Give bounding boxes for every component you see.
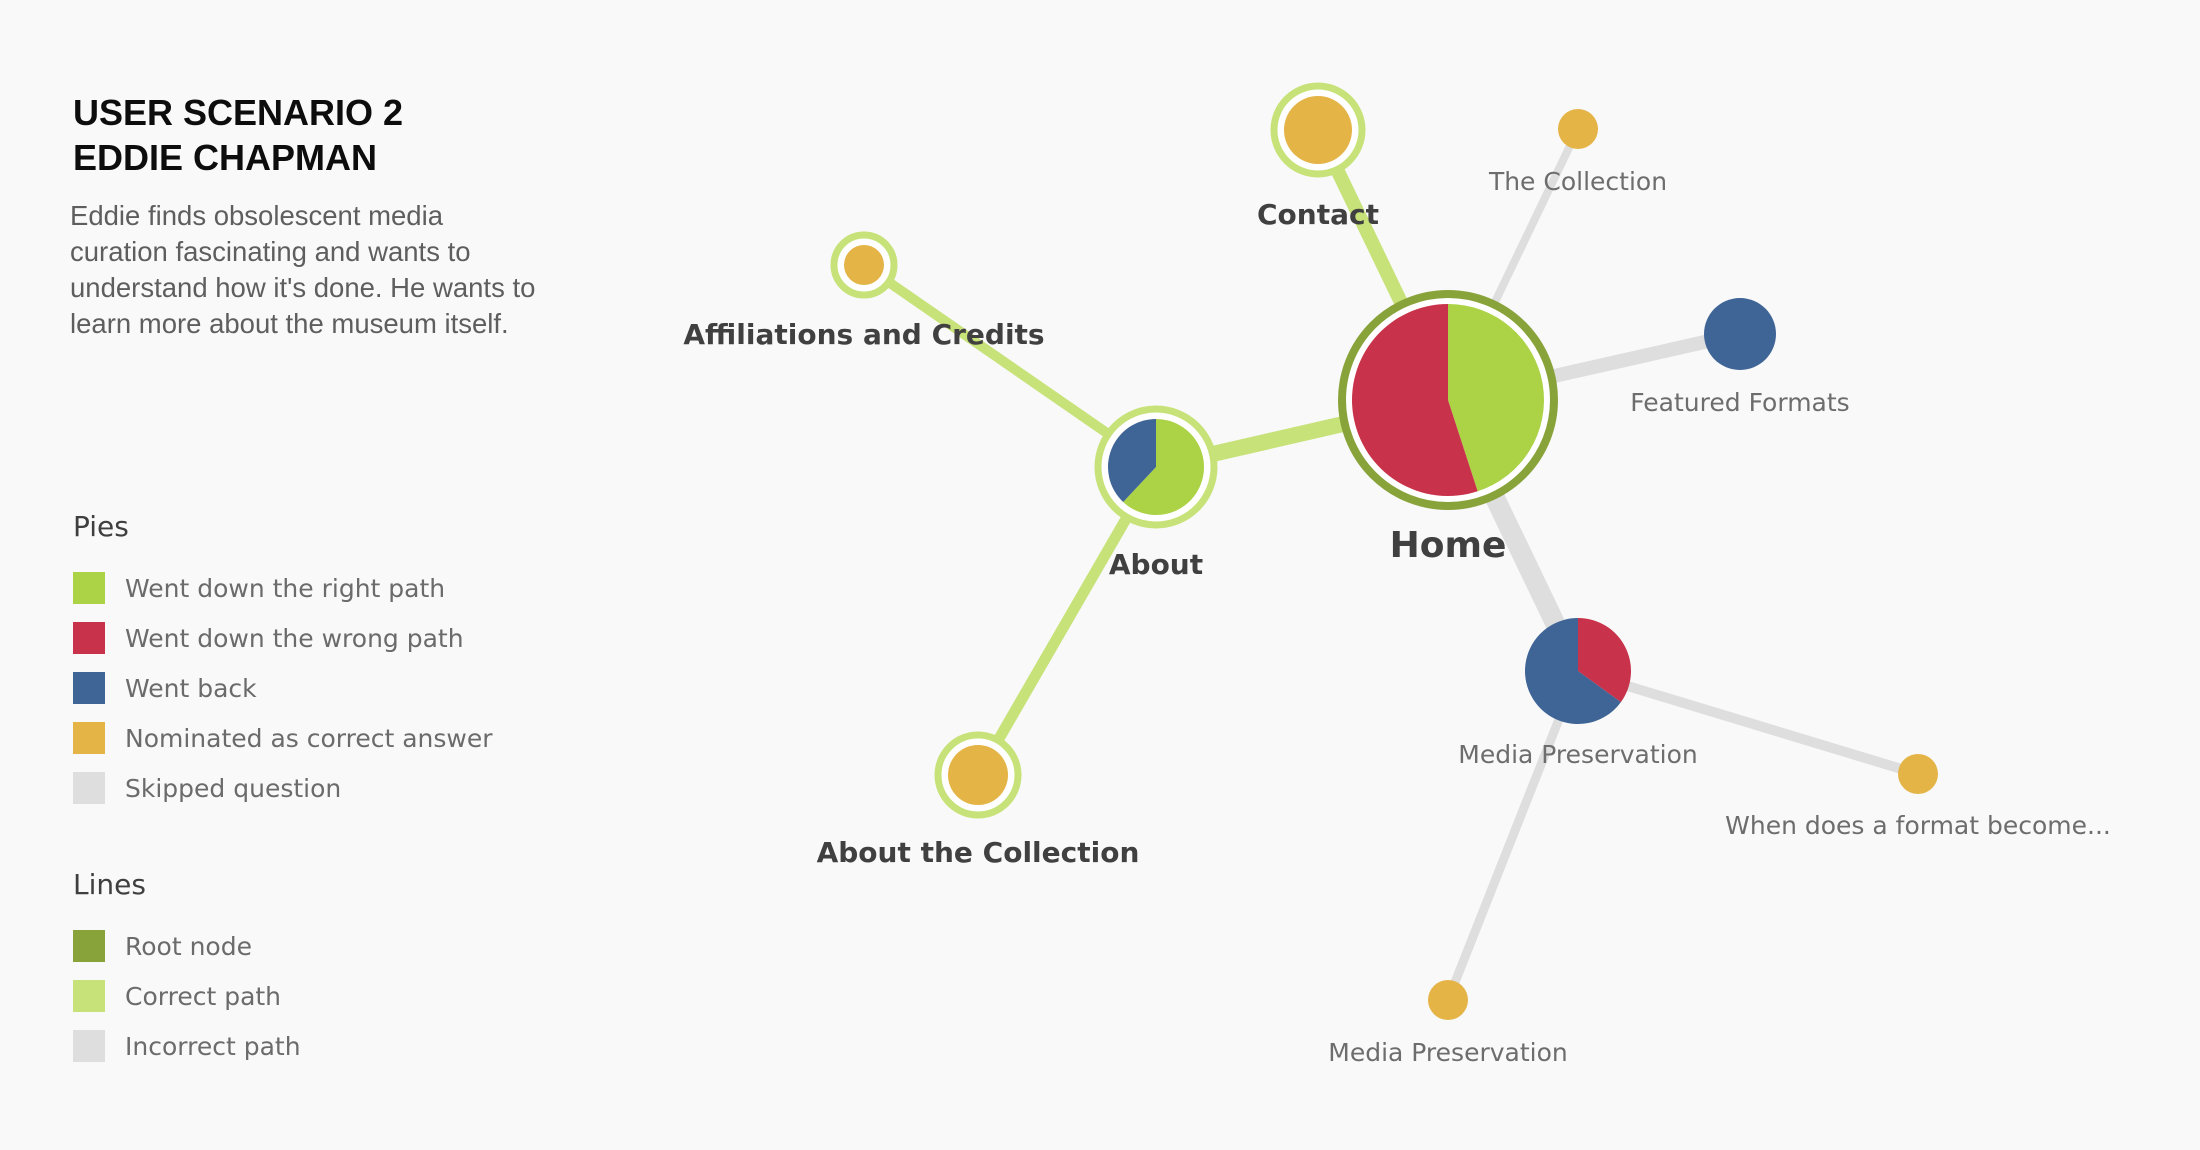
node-label-home: Home — [1390, 525, 1507, 566]
lines-legend: Root node Correct path Incorrect path — [73, 921, 301, 1071]
legend-swatch — [73, 572, 105, 604]
node-label-featured-formats: Featured Formats — [1630, 388, 1849, 417]
legend-swatch — [73, 722, 105, 754]
legend-item: Root node — [73, 921, 301, 971]
legend-label: Correct path — [125, 981, 282, 1011]
legend-item: Correct path — [73, 971, 301, 1021]
pie-slice-wrong — [1352, 304, 1478, 496]
node-format-become — [1898, 754, 1938, 794]
legend-label: Incorrect path — [125, 1031, 301, 1061]
legend-swatch — [73, 930, 105, 962]
node-label-media-preservation-2: Media Preservation — [1328, 1038, 1567, 1067]
legend-item: Incorrect path — [73, 1021, 301, 1071]
pies-legend: Went down the right path Went down the w… — [73, 563, 493, 813]
pie-slice-right — [1448, 304, 1545, 492]
node-the-collection — [1558, 109, 1598, 149]
node-about — [1094, 405, 1218, 529]
legend-swatch — [73, 672, 105, 704]
legend-item: Went down the wrong path — [73, 613, 493, 663]
pie-slice-right — [1123, 419, 1205, 515]
legend-label: Went down the right path — [125, 573, 446, 603]
node-label-about: About — [1109, 548, 1203, 581]
lines-legend-heading: Lines — [73, 868, 146, 901]
legend-label: Went back — [125, 673, 257, 703]
legend-item: Nominated as correct answer — [73, 713, 493, 763]
node-label-about-collection: About the Collection — [817, 836, 1140, 869]
legend-label: Went down the wrong path — [125, 623, 464, 653]
pie-slice-back — [1525, 618, 1621, 724]
legend-item: Went back — [73, 663, 493, 713]
node-media-preservation — [1525, 618, 1631, 724]
scenario-title-line2: EDDIE CHAPMAN — [73, 137, 378, 178]
nodes — [830, 82, 1938, 1020]
pie-slice-back — [1107, 419, 1156, 502]
pie-slice-nominated — [1558, 109, 1598, 149]
pie-slice-nominated — [1284, 96, 1352, 164]
node-affiliations — [830, 231, 898, 299]
pies-legend-heading: Pies — [73, 510, 129, 543]
node-about-collection — [934, 731, 1022, 819]
node-home — [1338, 290, 1558, 510]
legend-swatch — [73, 622, 105, 654]
legend-swatch — [73, 772, 105, 804]
pie-slice-back — [1704, 298, 1776, 370]
pie-slice-nominated — [1898, 754, 1938, 794]
node-label-the-collection: The Collection — [1488, 167, 1667, 196]
pie-slice-nominated — [1428, 980, 1468, 1020]
edge-media-preservation-to-format-become — [1576, 666, 1920, 779]
node-label-media-preservation: Media Preservation — [1458, 740, 1697, 769]
node-media-preservation-2 — [1428, 980, 1468, 1020]
pie-slice-nominated — [948, 745, 1008, 805]
legend-item: Skipped question — [73, 763, 493, 813]
node-label-contact: Contact — [1257, 198, 1379, 231]
legend-swatch — [73, 980, 105, 1012]
legend-item: Went down the right path — [73, 563, 493, 613]
legend-label: Nominated as correct answer — [125, 723, 493, 753]
scenario-title-line1: USER SCENARIO 2 — [73, 92, 404, 133]
node-label-affiliations: Affiliations and Credits — [683, 318, 1044, 351]
legend-label: Root node — [125, 931, 252, 961]
legend-label: Skipped question — [125, 773, 342, 803]
node-contact — [1270, 82, 1366, 178]
legend-swatch — [73, 1030, 105, 1062]
scenario-title: USER SCENARIO 2 EDDIE CHAPMAN — [73, 90, 403, 180]
scenario-description: Eddie finds obsolescent media curation f… — [70, 200, 536, 339]
node-featured-formats — [1704, 298, 1776, 370]
pie-slice-wrong — [1578, 618, 1631, 703]
pie-slice-nominated — [844, 245, 884, 285]
legend-panel: USER SCENARIO 2 EDDIE CHAPMAN Eddie find… — [0, 0, 620, 1150]
node-label-format-become: When does a format become... — [1725, 811, 2111, 840]
edge-media-preservation-to-media-preservation-2 — [1443, 669, 1583, 1002]
